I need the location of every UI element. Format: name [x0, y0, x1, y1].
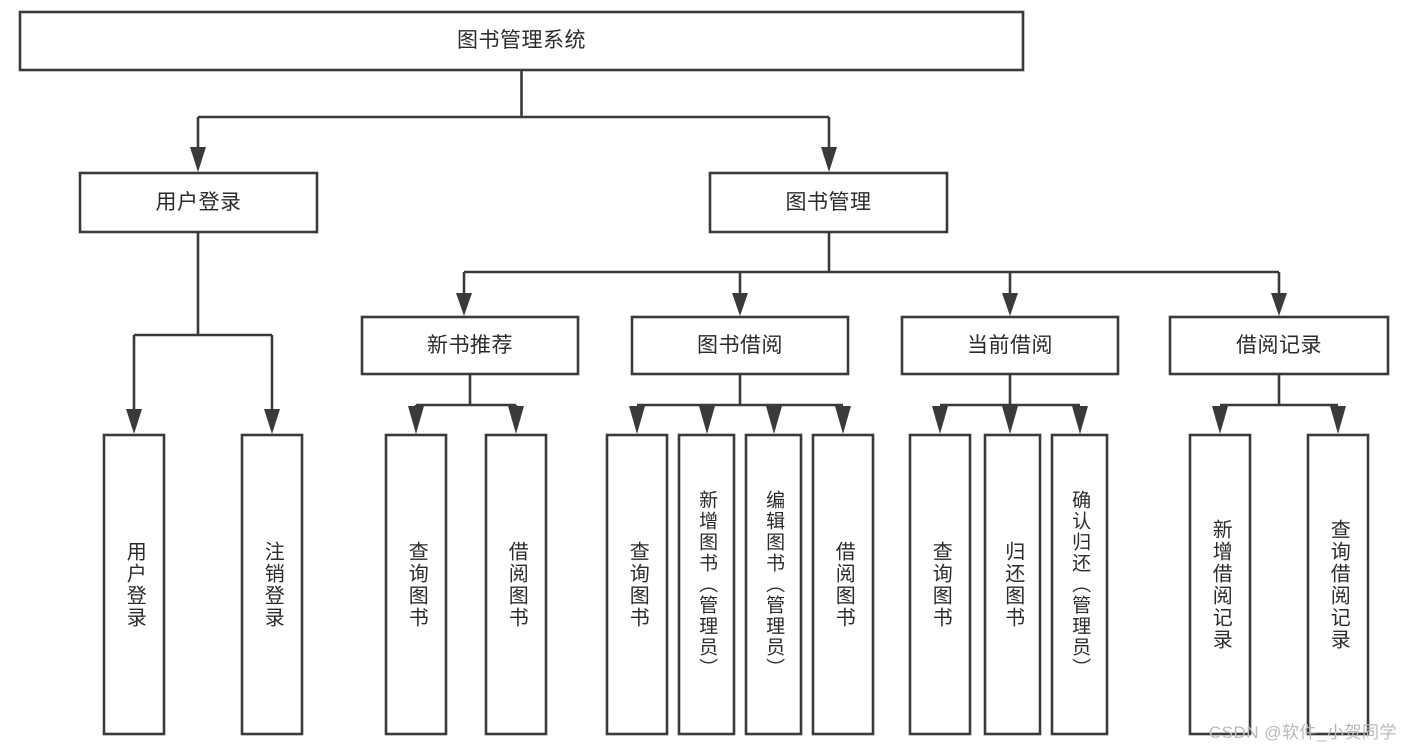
node-box-root[interactable] [18, 10, 1025, 72]
arrow-head-leaf-edit-book [766, 406, 782, 434]
node-label-book-management: 图书管理 [785, 190, 872, 214]
arrow-head-leaf-query-book-recommend [408, 406, 424, 434]
node-label-leaf-borrow-book: 借阅图书 [832, 540, 855, 629]
connector-borrow-record-to-leaves [1212, 374, 1346, 434]
node-label-current-borrow: 当前借阅 [967, 333, 1053, 357]
node-label-leaf-borrow-book-recommend: 借阅图书 [505, 540, 528, 629]
arrow-head-leaf-logout [264, 409, 280, 434]
node-label-user-login: 用户登录 [155, 190, 242, 214]
arrow-head-leaf-query-book-borrow [629, 406, 645, 434]
node-box-leaf-query-borrow-record[interactable] [1306, 433, 1370, 736]
connector-root-to-level2 [190, 70, 837, 172]
arrow-head-leaf-borrow-book-recommend [508, 406, 524, 434]
connector-new-book-recommend-to-leaves [408, 374, 524, 434]
node-label-book-borrow: 图书借阅 [697, 333, 783, 357]
node-box-current-borrow[interactable] [900, 315, 1120, 376]
arrow-head-book-management [821, 147, 837, 172]
arrow-head-current-borrow [1002, 293, 1018, 316]
arrow-head-leaf-borrow-book [835, 406, 851, 434]
node-box-leaf-borrow-book[interactable] [811, 433, 875, 736]
node-label-leaf-logout: 注销登录 [261, 540, 284, 629]
node-box-leaf-query-book-recommend[interactable] [384, 433, 448, 736]
arrow-head-leaf-query-book-current [932, 406, 948, 434]
arrow-head-leaf-add-book [699, 406, 715, 434]
node-label-borrow-record: 借阅记录 [1236, 333, 1322, 357]
node-box-new-book-recommend[interactable] [360, 315, 580, 376]
node-label-leaf-add-book: 新增图书（管理员） [696, 490, 718, 679]
node-label-leaf-confirm-return: 确认归还（管理员） [1069, 490, 1091, 679]
arrow-head-new-book-recommend [456, 293, 472, 316]
arrow-head-leaf-query-borrow-record [1330, 406, 1346, 434]
arrow-head-leaf-add-borrow-record [1212, 406, 1228, 434]
node-label-leaf-edit-book: 编辑图书（管理员） [763, 490, 785, 679]
node-box-book-borrow[interactable] [630, 315, 850, 376]
arrow-head-leaf-user-login [126, 409, 142, 434]
arrow-head-leaf-return-book [1002, 406, 1018, 434]
csdn-watermark: CSDN @软件_小贺同学 [1208, 723, 1397, 742]
node-box-leaf-add-book[interactable] [677, 433, 736, 736]
connector-book-borrow-to-leaves [629, 374, 851, 434]
node-box-book-management[interactable] [708, 171, 949, 234]
node-box-leaf-confirm-return[interactable] [1050, 433, 1109, 736]
node-box-leaf-borrow-book-recommend[interactable] [484, 433, 548, 736]
node-box-leaf-query-book-current[interactable] [908, 433, 972, 736]
node-box-leaf-user-login[interactable] [102, 433, 166, 736]
connector-book-management-to-level3 [456, 232, 1287, 316]
node-label-leaf-user-login: 用户登录 [123, 540, 146, 629]
node-box-leaf-add-borrow-record[interactable] [1188, 433, 1252, 736]
node-label-new-book-recommend: 新书推荐 [427, 333, 513, 357]
node-box-borrow-record[interactable] [1168, 315, 1390, 376]
arrow-head-book-borrow [732, 293, 748, 316]
arrow-head-user-login [190, 147, 206, 172]
node-label-leaf-query-book-recommend: 查询图书 [405, 540, 428, 629]
connector-user-login-to-leaves [126, 232, 280, 434]
node-box-leaf-query-book-borrow[interactable] [605, 433, 669, 736]
node-label-leaf-query-borrow-record: 查询借阅记录 [1327, 518, 1350, 651]
node-box-user-login[interactable] [78, 171, 319, 234]
arrow-head-borrow-record [1271, 293, 1287, 316]
node-box-leaf-edit-book[interactable] [744, 433, 803, 736]
node-label-leaf-query-book-borrow: 查询图书 [626, 540, 649, 629]
node-box-leaf-return-book[interactable] [983, 433, 1042, 736]
node-label-leaf-query-book-current: 查询图书 [929, 540, 952, 629]
node-label-leaf-return-book: 归还图书 [1001, 540, 1024, 629]
arrow-head-leaf-confirm-return [1072, 406, 1088, 434]
node-box-leaf-logout[interactable] [240, 433, 304, 736]
node-label-leaf-add-borrow-record: 新增借阅记录 [1209, 518, 1232, 651]
connector-current-borrow-to-leaves [932, 374, 1088, 434]
node-label-root: 图书管理系统 [457, 29, 586, 53]
